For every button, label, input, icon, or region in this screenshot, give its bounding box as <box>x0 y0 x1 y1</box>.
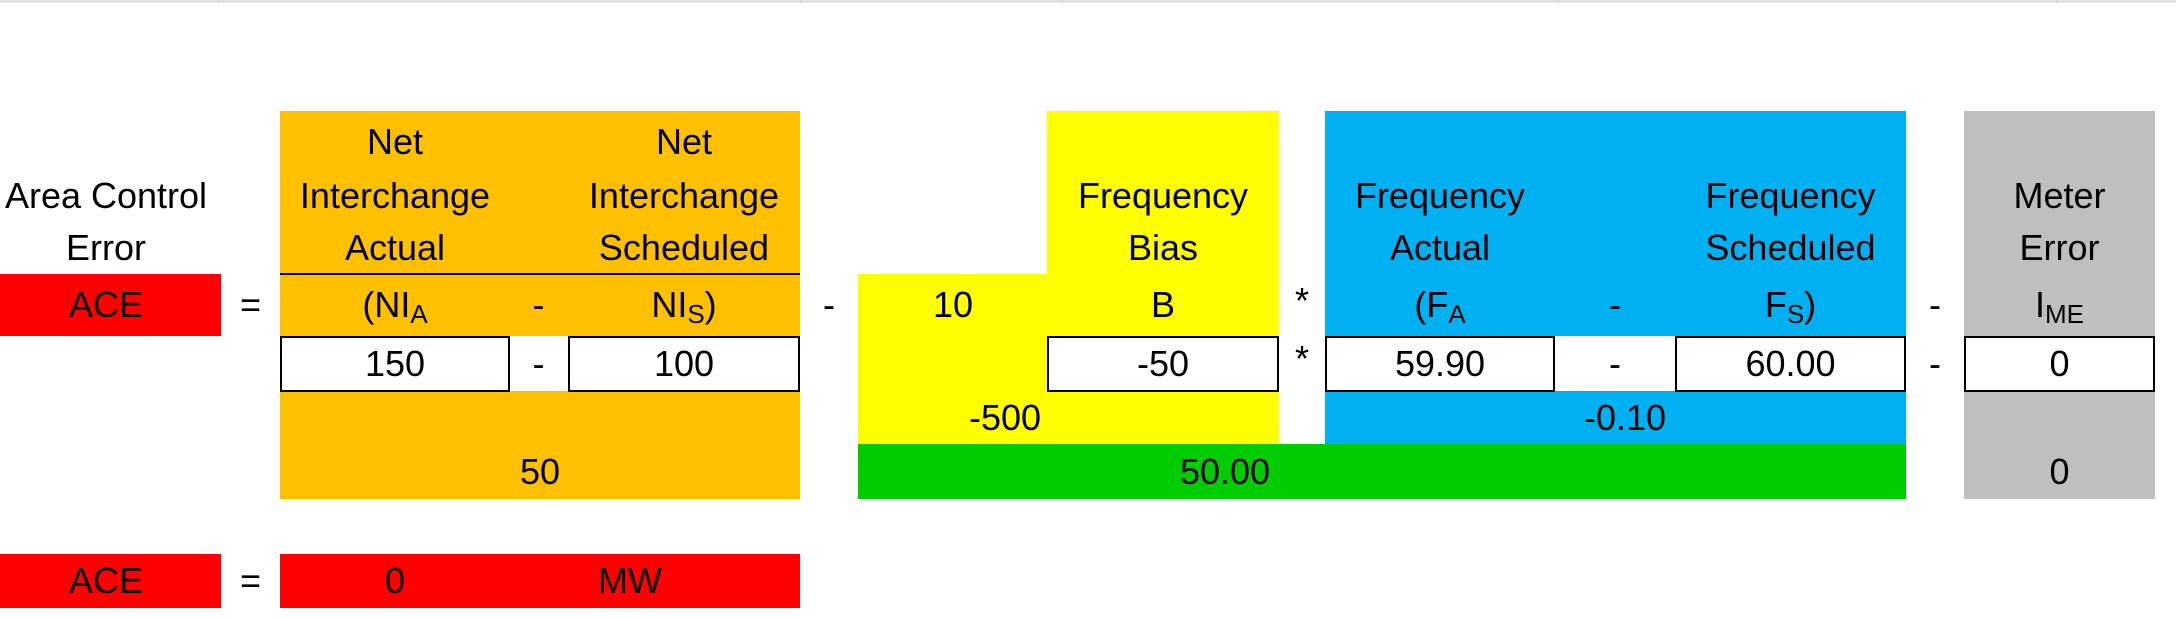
fa-header-line1: Frequency <box>1354 175 1526 216</box>
bias-header-line1: Frequency <box>1077 175 1249 216</box>
minus-operator: - <box>1609 284 1621 325</box>
product-result-block <box>858 444 1906 499</box>
minus-operator: - <box>823 284 835 325</box>
ace-result-label-cell <box>0 554 221 608</box>
nia-header-line2: Interchange <box>299 175 491 216</box>
column-divider <box>800 0 801 3</box>
minus-operator: - <box>1609 343 1621 384</box>
ace-result-value: 0 <box>384 560 406 601</box>
fs-header-line2: Scheduled <box>1705 227 1876 268</box>
fa-header-line2: Actual <box>1389 227 1491 268</box>
minus-operator: - <box>1929 284 1941 325</box>
column-divider <box>2056 0 2057 3</box>
sheet-gridline <box>0 0 2176 3</box>
nis-header-line3: Scheduled <box>598 227 770 268</box>
net-interchange-delta-value: 50 <box>519 451 561 492</box>
times-operator: * <box>1294 338 1309 379</box>
bias-times-ten-value: -500 <box>968 397 1042 438</box>
nia-header-line1: Net <box>366 121 424 162</box>
meter-error-block <box>1964 111 2155 499</box>
nia-input[interactable]: 150 <box>280 336 510 392</box>
cell-gap <box>1279 111 1325 444</box>
cell-gap <box>1555 336 1675 391</box>
minus-operator: - <box>532 343 545 384</box>
net-interchange-block <box>280 111 800 499</box>
header-rule <box>280 273 800 275</box>
nis-input[interactable]: 100 <box>568 336 800 392</box>
fa-input[interactable]: 59.90 <box>1325 336 1555 392</box>
frequency-bias-block-lower <box>858 274 1048 444</box>
equals-sign: = <box>239 284 262 325</box>
bias-product-value: 50.00 <box>1179 451 1271 492</box>
cell-gap <box>509 336 568 391</box>
ace-header-line2: Error <box>66 227 146 268</box>
nis-header-line2: Interchange <box>588 175 780 216</box>
fs-input[interactable]: 60.00 <box>1675 336 1906 392</box>
ime-input[interactable]: 0 <box>1964 336 2155 392</box>
equals-sign: = <box>239 560 262 601</box>
minus-operator: - <box>1929 343 1941 384</box>
minus-operator: - <box>532 284 545 325</box>
nis-header-line1: Net <box>655 121 713 162</box>
nia-header-line3: Actual <box>344 227 446 268</box>
ime-header-line1: Meter <box>2013 175 2106 216</box>
ime-header-line2: Error <box>2019 227 2100 268</box>
ten-constant: 10 <box>932 284 974 325</box>
fs-header-line1: Frequency <box>1705 175 1876 216</box>
column-divider <box>1062 0 1063 3</box>
bias-symbol: B <box>1150 284 1175 325</box>
bias-input[interactable]: -50 <box>1047 336 1279 392</box>
column-divider <box>218 0 219 3</box>
ace-label-cell <box>0 274 221 336</box>
bias-header-line2: Bias <box>1127 227 1199 268</box>
frequency-delta-value: -0.10 <box>1583 397 1667 438</box>
ace-result-label: ACE <box>68 560 144 601</box>
ace-result-cell <box>280 554 800 608</box>
times-operator: * <box>1294 280 1309 321</box>
ace-header-line1: Area Control <box>4 175 208 216</box>
ace-label: ACE <box>68 284 144 325</box>
column-divider <box>1558 0 1559 3</box>
meter-error-value: 0 <box>2049 451 2070 492</box>
ace-result-unit: MW <box>598 560 662 601</box>
